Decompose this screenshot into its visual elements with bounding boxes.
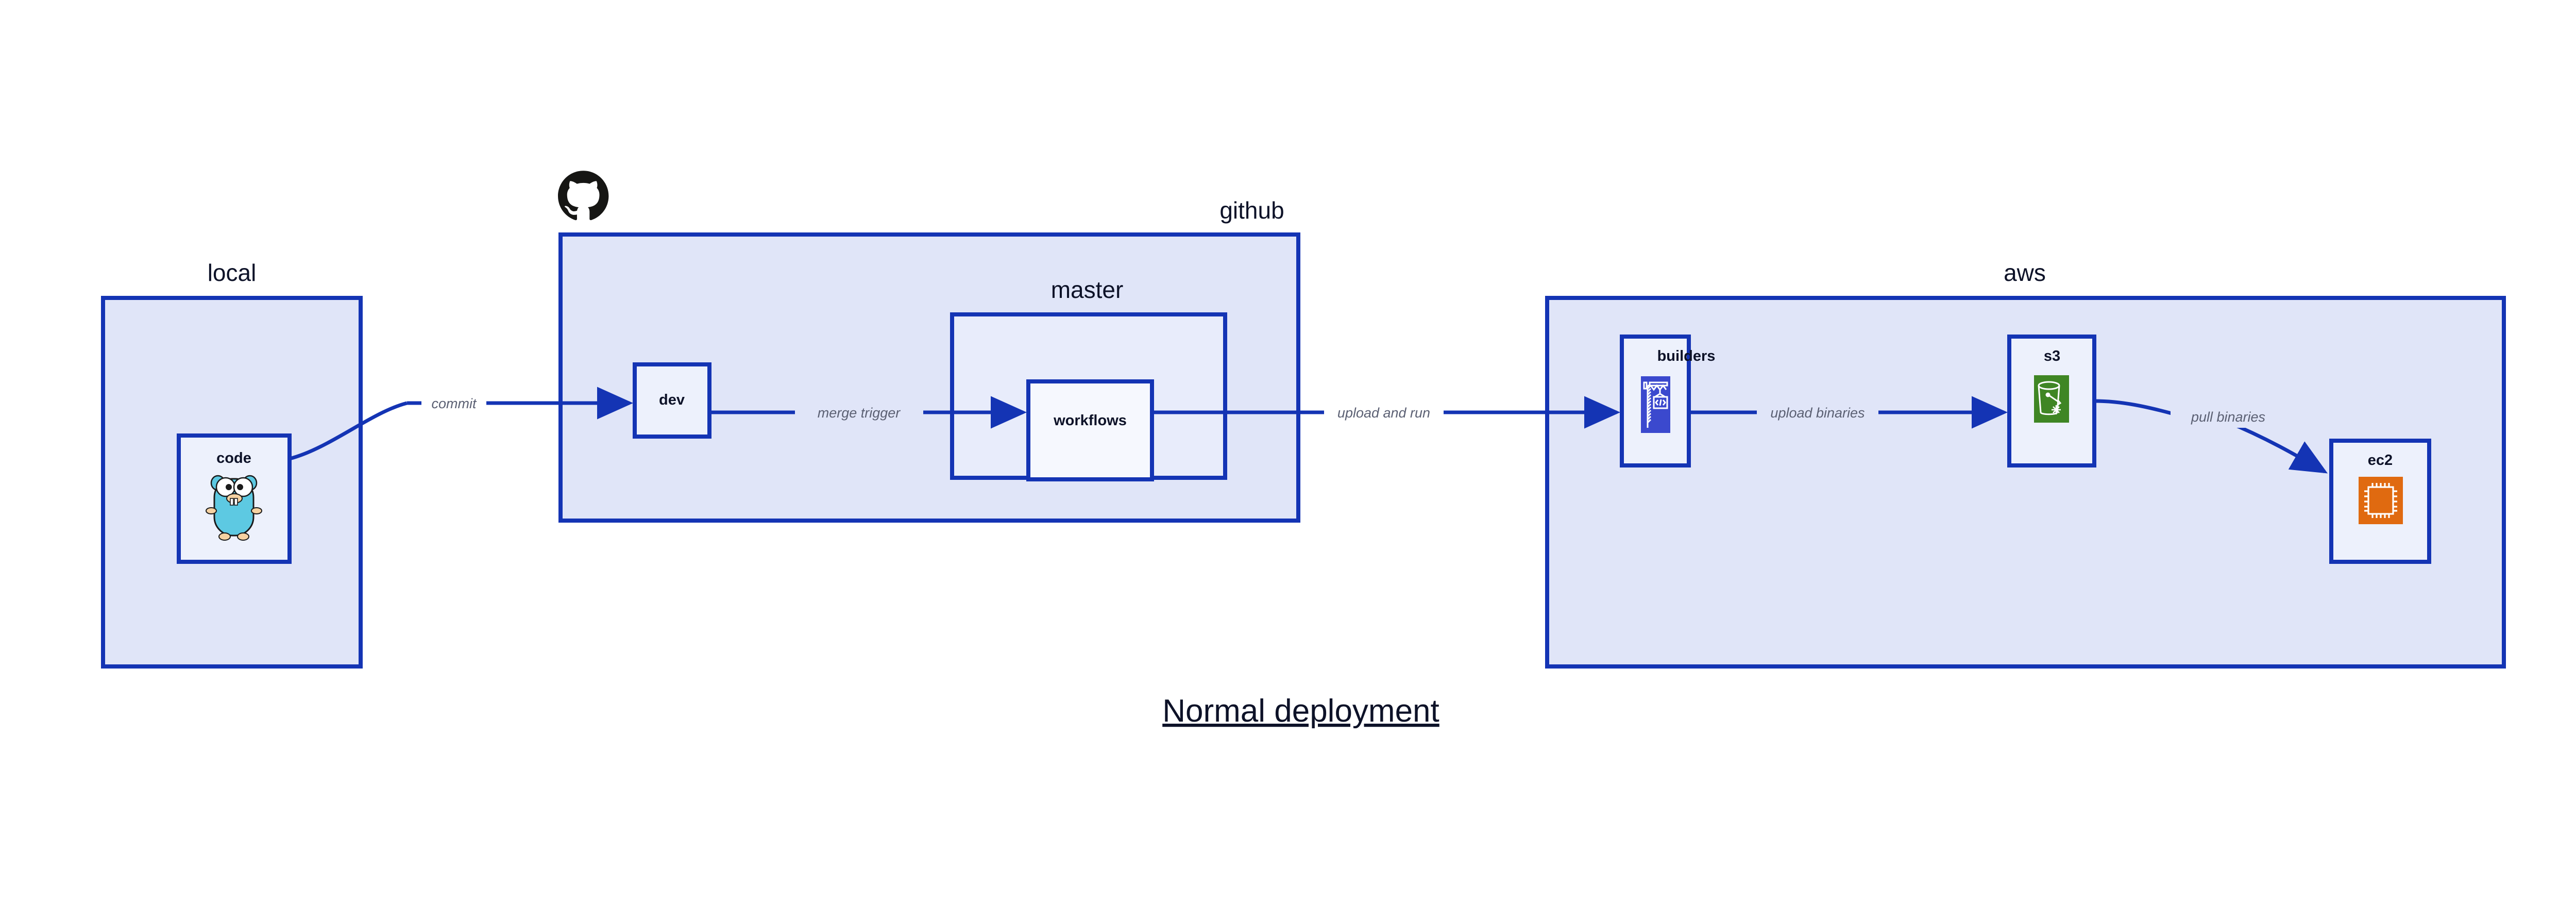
aws-s3-icon	[2034, 375, 2069, 423]
diagram-title: Normal deployment	[1162, 693, 1439, 729]
edge-upload-and-run-label: upload and run	[1337, 405, 1430, 421]
group-master-label: master	[1051, 276, 1124, 303]
edge-pull-binaries-label: pull binaries	[2191, 409, 2265, 425]
go-gopher-icon	[206, 475, 262, 541]
edge-pull-binaries: pull binaries	[2094, 399, 2328, 474]
node-builders-label: builders	[1657, 348, 1716, 364]
group-github-label: github	[1219, 197, 1284, 224]
node-ec2-label: ec2	[2368, 452, 2393, 469]
edge-upload-binaries-label: upload binaries	[1770, 405, 1865, 421]
edge-upload-binaries: upload binaries	[1689, 396, 2008, 429]
edge-upload-bin-label-bg	[1757, 402, 1878, 423]
edge-merge-trigger: merge trigger	[709, 396, 1027, 429]
group-aws-label: aws	[2004, 259, 2046, 286]
edge-commit-label: commit	[432, 396, 477, 411]
edge-merge-trigger-label: merge trigger	[818, 405, 901, 421]
edge-commit-curve	[289, 401, 408, 461]
node-workflows-rect[interactable]	[1026, 379, 1154, 481]
node-builders[interactable]: builders	[1620, 335, 1716, 467]
edge-merge-label-bg	[795, 402, 923, 423]
node-dev-rect[interactable]	[633, 362, 711, 439]
edge-upload-run-label-bg	[1324, 402, 1444, 423]
node-dev-label: dev	[659, 392, 685, 408]
node-workflows[interactable]: workflows	[1026, 379, 1154, 481]
aws-ec2-icon	[2359, 477, 2403, 524]
node-workflows-label: workflows	[1053, 412, 1127, 429]
edge-upload-and-run: upload and run	[1152, 396, 1620, 429]
node-s3-label: s3	[2044, 348, 2060, 364]
github-logo-icon	[558, 171, 609, 221]
edge-commit-label-bg	[421, 393, 486, 413]
edge-commit: commit	[289, 387, 633, 461]
edge-pull-bin-label-bg	[2171, 405, 2285, 428]
node-builders-rect[interactable]	[1620, 335, 1691, 467]
aws-codebuild-icon	[1641, 376, 1670, 433]
node-code-label: code	[216, 450, 251, 466]
group-local-label: local	[208, 259, 257, 286]
node-dev[interactable]: dev	[633, 362, 711, 439]
edge-pull-bin-curve-a	[2094, 399, 2172, 415]
